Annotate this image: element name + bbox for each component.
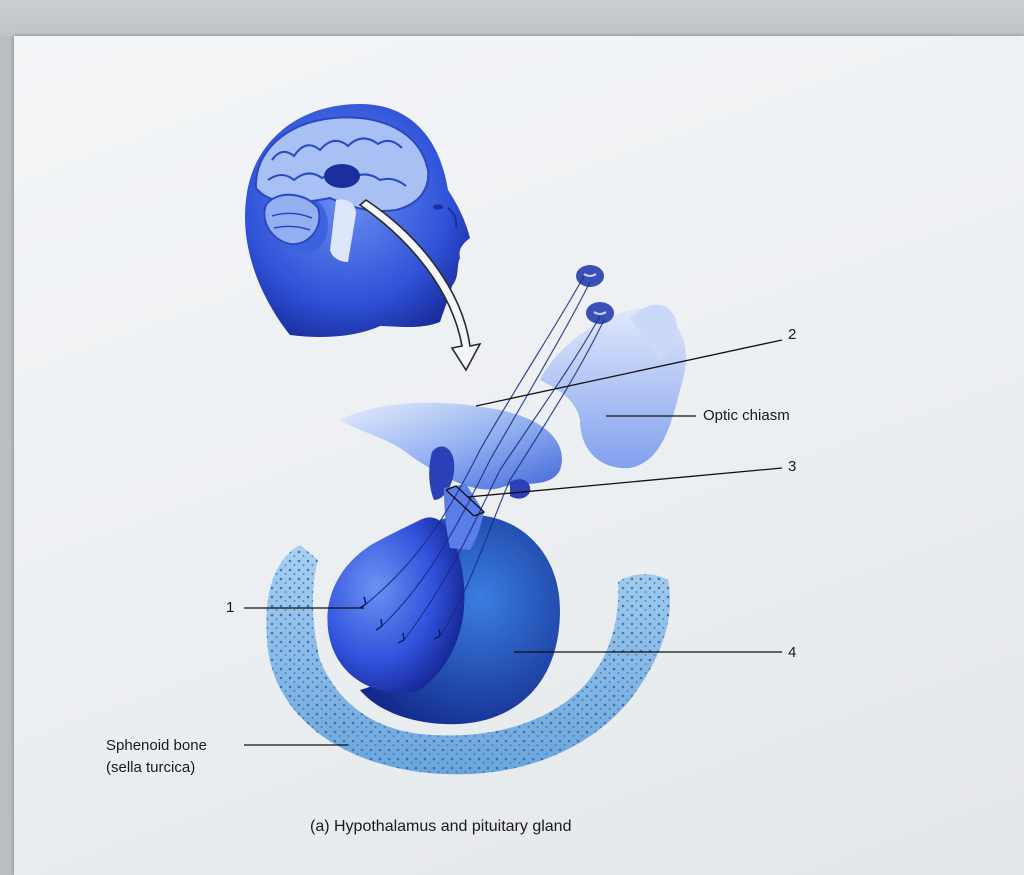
head-illustration <box>245 104 470 337</box>
label-optic-chiasm: Optic chiasm <box>703 407 790 424</box>
cerebellum <box>263 193 321 246</box>
brainstem <box>330 199 356 262</box>
thalamus <box>324 164 360 188</box>
sphenoid-bone <box>266 545 671 775</box>
mammillary-body <box>429 446 455 500</box>
label-4: 4 <box>788 644 797 661</box>
figure-caption: (a) Hypothalamus and pituitary gland <box>310 818 572 835</box>
bracket-3 <box>445 485 486 517</box>
leader-line-3 <box>467 467 783 498</box>
leader-line-2 <box>475 339 783 407</box>
infundibulum <box>444 484 484 550</box>
label-sella-turcica: (sella turcica) <box>106 759 196 776</box>
leader-lines <box>244 339 783 746</box>
background-strip <box>0 0 1024 36</box>
label-1: 1 <box>226 599 235 616</box>
label-sphenoid-bone: Sphenoid bone <box>106 737 207 754</box>
zoom-arrow <box>358 199 482 372</box>
optic-structure <box>540 265 686 469</box>
anterior-pituitary <box>327 517 465 693</box>
label-2: 2 <box>788 326 797 343</box>
hypothalamus <box>340 402 562 490</box>
pituitary-gland <box>327 275 605 725</box>
label-3: 3 <box>788 458 797 475</box>
